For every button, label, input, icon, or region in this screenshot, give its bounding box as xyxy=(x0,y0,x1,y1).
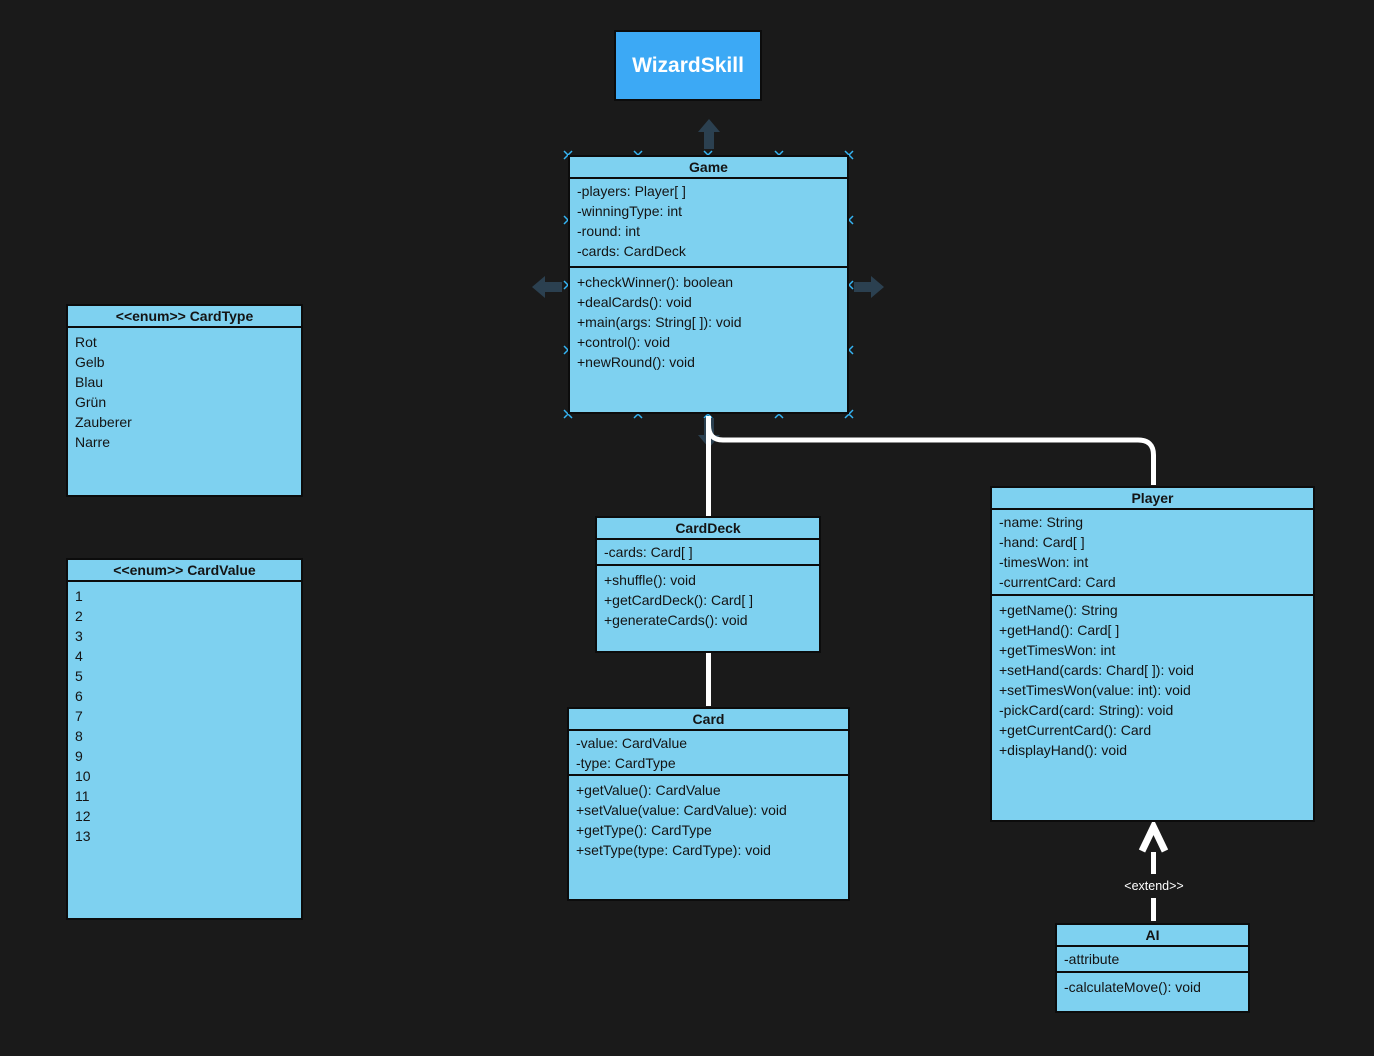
attribute-row: -cards: Card[ ] xyxy=(604,544,693,560)
attribute-row: -timesWon: int xyxy=(999,554,1089,570)
method-row: -calculateMove(): void xyxy=(1064,979,1201,995)
method-row: +getCardDeck(): Card[ ] xyxy=(604,592,753,608)
extend-arrowhead-icon xyxy=(1138,818,1169,853)
class-game-attributes: -players: Player[ ] -winningType: int -r… xyxy=(570,179,847,266)
enum-value-row: Gelb xyxy=(75,354,105,370)
class-cardtype-enum[interactable]: <<enum>> CardType Rot Gelb Blau Grün Zau… xyxy=(66,304,303,497)
attribute-row: -cards: CardDeck xyxy=(577,243,686,259)
arrow-left-icon[interactable] xyxy=(532,276,562,298)
method-row: +displayHand(): void xyxy=(999,742,1128,758)
attribute-row: -hand: Card[ ] xyxy=(999,534,1085,550)
attribute-row: -attribute xyxy=(1064,951,1120,967)
method-row: +control(): void xyxy=(577,334,670,350)
class-cardvalue-values: 1 2 3 4 5 6 7 8 9 10 11 12 13 xyxy=(68,582,301,918)
class-cardtype-values: Rot Gelb Blau Grün Zauberer Narre xyxy=(68,328,301,495)
class-ai-attributes: -attribute xyxy=(1057,947,1248,971)
enum-value-row: 11 xyxy=(75,788,90,804)
method-row: +setValue(value: CardValue): void xyxy=(576,802,787,818)
class-card-title: Card xyxy=(569,709,848,731)
method-row: +getCurrentCard(): Card xyxy=(999,722,1152,738)
enum-value-row: 8 xyxy=(75,728,83,744)
attribute-row: -winningType: int xyxy=(577,203,683,219)
enum-value-row: Grün xyxy=(75,394,107,410)
method-row: +generateCards(): void xyxy=(604,612,748,628)
wizardskill-title-box[interactable]: WizardSkill xyxy=(614,30,762,101)
class-card[interactable]: Card -value: CardValue -type: CardType +… xyxy=(567,707,850,901)
class-game[interactable]: Game -players: Player[ ] -winningType: i… xyxy=(568,155,849,414)
method-row: +getName(): String xyxy=(999,602,1118,618)
enum-value-row: 1 xyxy=(75,588,83,604)
class-player-methods: +getName(): String +getHand(): Card[ ] +… xyxy=(992,594,1313,820)
class-card-attributes: -value: CardValue -type: CardType xyxy=(569,731,848,774)
attribute-row: -type: CardType xyxy=(576,755,676,771)
connector-game-player[interactable] xyxy=(706,424,1156,485)
class-ai-methods: -calculateMove(): void xyxy=(1057,971,1248,1011)
method-row: +dealCards(): void xyxy=(577,294,692,310)
enum-value-row: Rot xyxy=(75,334,97,350)
enum-value-row: Blau xyxy=(75,374,104,390)
method-row: +setHand(cards: Chard[ ]): void xyxy=(999,662,1194,678)
extend-label: <extend>> xyxy=(1124,879,1184,893)
attribute-row: -players: Player[ ] xyxy=(577,183,686,199)
class-carddeck-methods: +shuffle(): void +getCardDeck(): Card[ ]… xyxy=(597,564,819,651)
enum-value-row: Narre xyxy=(75,434,111,450)
attribute-row: -value: CardValue xyxy=(576,735,688,751)
method-row: +newRound(): void xyxy=(577,354,695,370)
class-game-methods: +checkWinner(): boolean +dealCards(): vo… xyxy=(570,266,847,412)
method-row: +getHand(): Card[ ] xyxy=(999,622,1120,638)
arrow-right-icon[interactable] xyxy=(854,276,884,298)
enum-value-row: 10 xyxy=(75,768,91,784)
enum-value-row: 3 xyxy=(75,628,83,644)
attribute-row: -currentCard: Card xyxy=(999,574,1116,590)
method-row: +checkWinner(): boolean xyxy=(577,274,734,290)
class-cardtype-title: <<enum>> CardType xyxy=(68,306,301,328)
class-carddeck-attributes: -cards: Card[ ] xyxy=(597,540,819,564)
method-row: +shuffle(): void xyxy=(604,572,696,588)
enum-value-row: 7 xyxy=(75,708,83,724)
enum-value-row: 2 xyxy=(75,608,83,624)
class-card-methods: +getValue(): CardValue +setValue(value: … xyxy=(569,774,848,899)
class-cardvalue-enum[interactable]: <<enum>> CardValue 1 2 3 4 5 6 7 8 9 10 … xyxy=(66,558,303,920)
class-player[interactable]: Player -name: String -hand: Card[ ] -tim… xyxy=(990,486,1315,822)
enum-value-row: 9 xyxy=(75,748,83,764)
class-carddeck[interactable]: CardDeck -cards: Card[ ] +shuffle(): voi… xyxy=(595,516,821,653)
method-row: +setTimesWon(value: int): void xyxy=(999,682,1191,698)
method-row: +setType(type: CardType): void xyxy=(576,842,771,858)
class-ai-title: AI xyxy=(1057,925,1248,947)
method-row: +main(args: String[ ]): void xyxy=(577,314,742,330)
attribute-row: -name: String xyxy=(999,514,1084,530)
method-row: +getValue(): CardValue xyxy=(576,782,721,798)
enum-value-row: 13 xyxy=(75,828,91,844)
enum-value-row: 4 xyxy=(75,648,83,664)
enum-value-row: 6 xyxy=(75,688,83,704)
class-player-attributes: -name: String -hand: Card[ ] -timesWon: … xyxy=(992,510,1313,594)
class-game-title: Game xyxy=(570,157,847,179)
method-row: +getType(): CardType xyxy=(576,822,712,838)
class-player-title: Player xyxy=(992,488,1313,510)
enum-value-row: 5 xyxy=(75,668,83,684)
enum-value-row: Zauberer xyxy=(75,414,132,430)
wizardskill-title-label: WizardSkill xyxy=(632,53,744,77)
class-carddeck-title: CardDeck xyxy=(597,518,819,540)
class-cardvalue-title: <<enum>> CardValue xyxy=(68,560,301,582)
method-row: -pickCard(card: String): void xyxy=(999,702,1174,718)
class-ai[interactable]: AI -attribute -calculateMove(): void xyxy=(1055,923,1250,1013)
arrow-up-icon[interactable] xyxy=(698,119,720,149)
enum-value-row: 12 xyxy=(75,808,91,824)
method-row: +getTimesWon: int xyxy=(999,642,1116,658)
attribute-row: -round: int xyxy=(577,223,641,239)
